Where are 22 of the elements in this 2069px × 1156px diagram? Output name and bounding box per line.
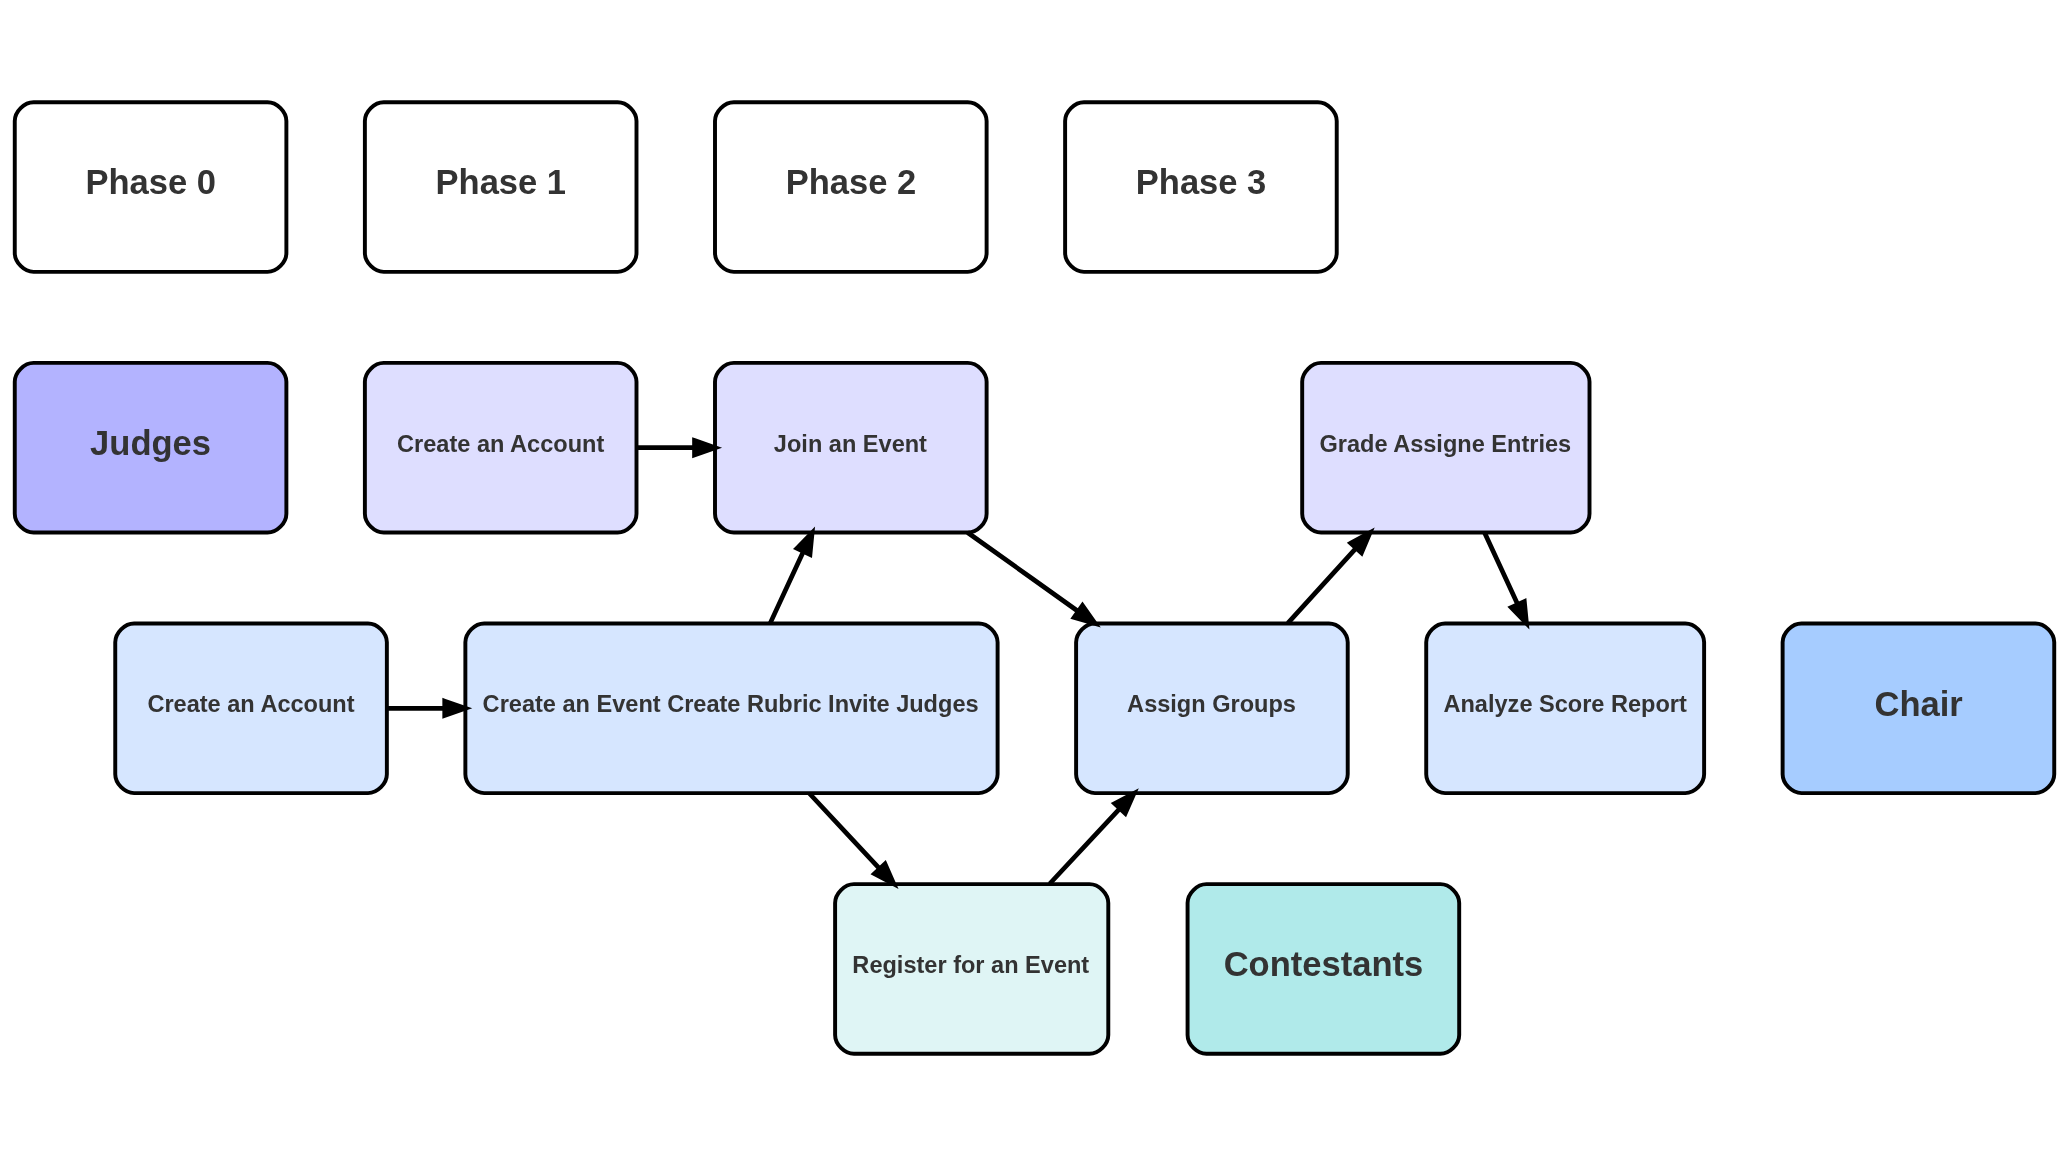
node-box: Phase 3 [1063, 100, 1339, 274]
node-box: Chair [1780, 621, 2057, 796]
node-box: Phase 0 [12, 100, 289, 274]
node-box: Create an Account [362, 360, 639, 535]
arrow [1482, 531, 1530, 630]
node-box: Phase 2 [713, 100, 989, 274]
arrow [1286, 527, 1375, 625]
node-box: Create an Account [113, 621, 389, 796]
node-box: Grade Assigne Entries [1300, 360, 1592, 535]
arrow [768, 526, 816, 625]
arrow [387, 697, 473, 719]
node-box: Judges [12, 360, 289, 535]
node-box: Join an Event [713, 360, 989, 535]
node-box: Phase 1 [362, 100, 639, 274]
node-box: Analyze Score Report [1424, 621, 1707, 796]
node-box: Create an Event Create Rubric Invite Judges [463, 621, 1000, 796]
node-box: Register for an Event [833, 882, 1111, 1056]
node-box: Assign Groups [1074, 621, 1350, 796]
arrow [636, 437, 723, 459]
arrow [1048, 788, 1139, 886]
arrow [966, 530, 1101, 628]
node-box: Contestants [1185, 882, 1462, 1056]
